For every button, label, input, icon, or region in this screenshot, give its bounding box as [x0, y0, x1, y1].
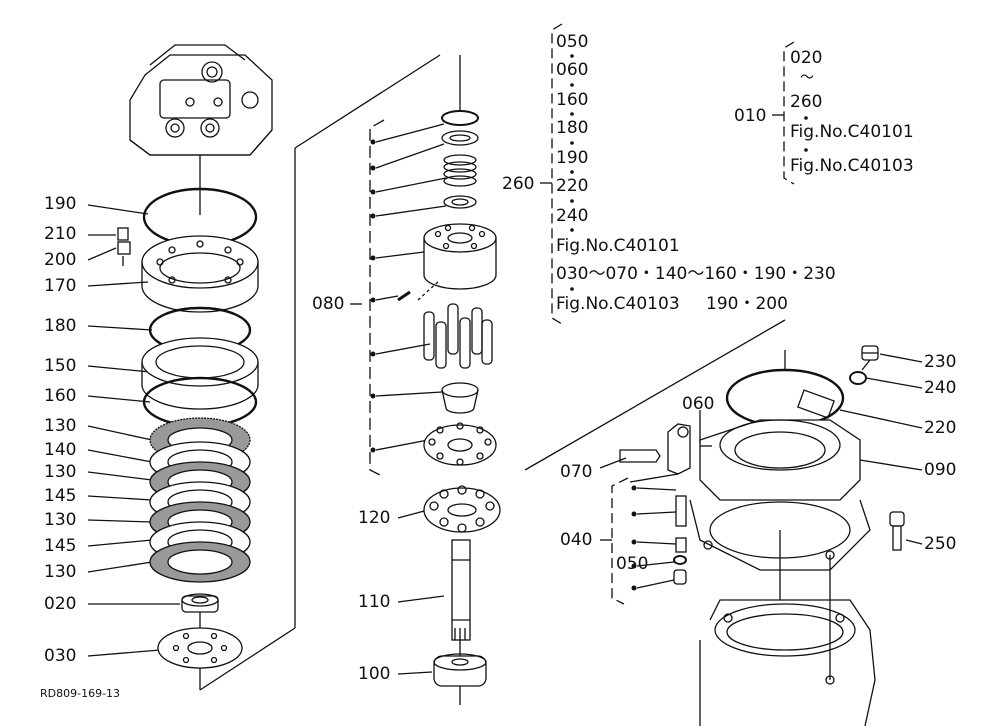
label-040: 040 [560, 530, 593, 550]
label-180: 180 [44, 316, 77, 336]
ref-260-item: 190 [556, 148, 589, 168]
pins-210-200 [117, 227, 131, 266]
label-220: 220 [924, 418, 957, 438]
label-145-b: 145 [44, 536, 77, 556]
label-160: 160 [44, 386, 77, 406]
label-260: 260 [502, 174, 535, 194]
label-130-d: 130 [44, 562, 77, 582]
label-210: 210 [44, 224, 77, 244]
right-dots [631, 485, 637, 591]
housing-090 [689, 389, 871, 571]
label-020: 020 [44, 594, 77, 614]
ref-260-item: 180 [556, 118, 589, 138]
leader-220 [839, 409, 923, 429]
friction-plates [149, 417, 251, 583]
bearing-020 [181, 593, 219, 613]
upper-housing [129, 44, 273, 156]
label-070: 070 [560, 462, 593, 482]
label-190: 190 [44, 194, 77, 214]
ref-010-fig1: Fig.No.C40101 [790, 122, 914, 142]
label-100: 100 [358, 664, 391, 684]
leader-240 [865, 377, 923, 389]
bracket-010 [783, 41, 795, 185]
connector-right [524, 319, 786, 471]
bolt-250 [889, 511, 905, 551]
plug-230 [861, 345, 879, 371]
bracket-260 [551, 23, 563, 325]
ref-260-item: 160 [556, 90, 589, 110]
label-090: 090 [924, 460, 957, 480]
connector-top [294, 54, 441, 149]
label-230: 230 [924, 352, 957, 372]
label-120: 120 [358, 508, 391, 528]
ref-260-fig2-parts: 190・200 [706, 294, 788, 314]
bracket-080 [350, 119, 385, 477]
label-060: 060 [682, 394, 715, 414]
part-170 [141, 235, 259, 313]
leader-230 [879, 353, 923, 363]
label-050: 050 [616, 554, 649, 574]
center-parts [397, 110, 501, 687]
ref-260-fig2: Fig.No.C40103 [556, 294, 680, 314]
valve-link [629, 473, 679, 483]
center-dots [370, 139, 376, 453]
figure-code: RD809-169-13 [40, 687, 121, 700]
leader-070 [599, 457, 627, 469]
label-240: 240 [924, 378, 957, 398]
ref-260-item: 050 [556, 32, 589, 52]
label-170: 170 [44, 276, 77, 296]
label-130-b: 130 [44, 462, 77, 482]
plate-030 [157, 627, 243, 669]
center-leaders [375, 123, 447, 675]
valve-parts [636, 487, 687, 589]
label-150: 150 [44, 356, 77, 376]
left-leader-lines [87, 204, 180, 657]
label-140: 140 [44, 440, 77, 460]
ref-260-item: 060 [556, 60, 589, 80]
lower-housing [699, 599, 876, 726]
label-010: 010 [734, 106, 767, 126]
label-130-a: 130 [44, 416, 77, 436]
leader-250 [905, 539, 923, 545]
label-130-c: 130 [44, 510, 77, 530]
label-250: 250 [924, 534, 957, 554]
ref-260-item: 240 [556, 206, 589, 226]
label-110: 110 [358, 592, 391, 612]
ref-010-fig2: Fig.No.C40103 [790, 156, 914, 176]
ref-010-from: 020 [790, 48, 823, 68]
bracket-040 [611, 477, 629, 605]
ref-010-tilde: ～ [800, 70, 814, 86]
ref-260-fig1: Fig.No.C40101 [556, 236, 680, 256]
label-080: 080 [312, 294, 345, 314]
label-030: 030 [44, 646, 77, 666]
valve-block [619, 423, 712, 475]
leader-090 [859, 459, 923, 471]
ref-010-to: 260 [790, 92, 823, 112]
connector-bottom [199, 627, 296, 691]
ref-260-item: 220 [556, 176, 589, 196]
label-200: 200 [44, 250, 77, 270]
label-145-a: 145 [44, 486, 77, 506]
ref-260-fig1-parts: 030～070・140～160・190・230 [556, 264, 836, 284]
